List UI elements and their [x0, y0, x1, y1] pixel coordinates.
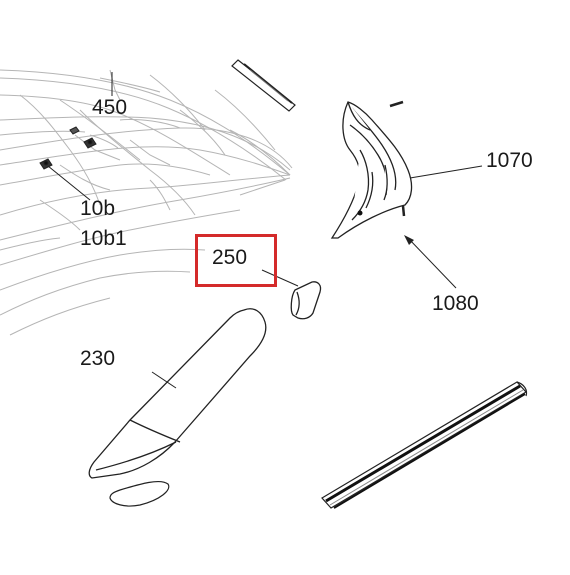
label-10b1: 10b1 — [80, 227, 127, 250]
label-1070: 1070 — [486, 149, 533, 172]
label-1080: 1080 — [432, 292, 479, 315]
part-250-cap — [290, 281, 322, 320]
arrowhead-1080 — [404, 235, 414, 245]
hull-sketch — [0, 69, 293, 336]
trim-strip-bottom — [321, 381, 528, 509]
part-1070-dash-bottom — [401, 205, 406, 217]
part-1070-hole — [357, 210, 363, 216]
part-1070-dash-top — [389, 100, 404, 108]
part-230-lower-piece — [109, 480, 170, 507]
leader-230 — [151, 371, 177, 389]
highlight-box-250 — [195, 234, 277, 287]
fastener-group — [39, 126, 97, 170]
trim-strip-top — [231, 59, 296, 112]
part-1070-bracket — [330, 101, 413, 239]
part-230-panel — [88, 308, 267, 479]
label-250: 250 — [212, 246, 248, 269]
label-10b: 10b — [80, 197, 116, 220]
label-450: 450 — [92, 96, 128, 119]
leader-lines — [47, 72, 483, 389]
leader-1080 — [407, 237, 457, 289]
leader-1070 — [409, 165, 483, 179]
leader-250 — [261, 269, 299, 287]
label-230: 230 — [80, 347, 116, 370]
leader-10b — [47, 165, 91, 201]
